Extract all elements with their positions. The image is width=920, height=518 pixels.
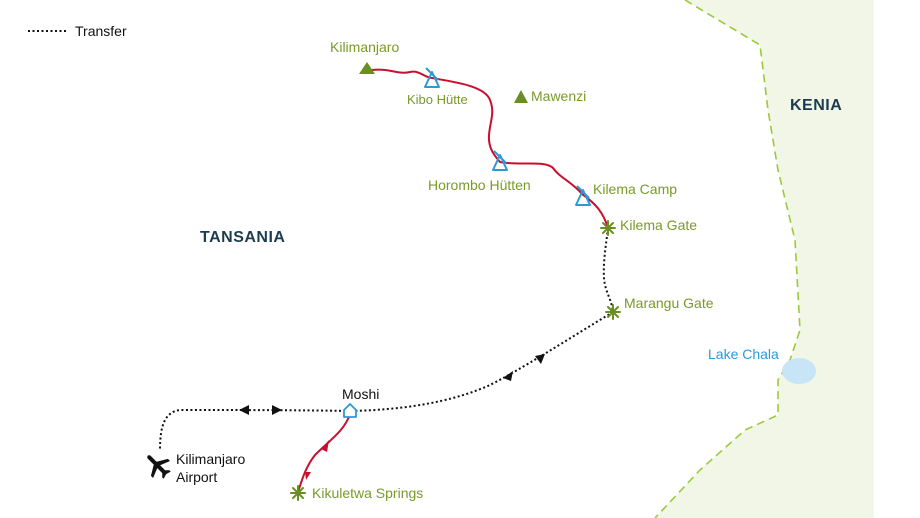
label-kilema-camp: Kilema Camp — [593, 181, 677, 197]
transfer-marangu-moshi — [349, 311, 614, 412]
kikuletwa-route — [297, 413, 351, 493]
transfer-arrow — [535, 354, 545, 364]
legend-transfer-label: Transfer — [75, 23, 127, 39]
label-country-tanzania: TANSANIA — [200, 229, 285, 246]
route-arrow — [321, 440, 329, 452]
border-line — [654, 0, 801, 518]
hiking-route — [371, 68, 609, 229]
hut-icon — [492, 150, 508, 171]
hut-icon — [575, 185, 591, 206]
label-kibo-huette: Kibo Hütte — [407, 92, 468, 107]
transfer-arrow — [239, 405, 249, 415]
star-gate-icon — [290, 485, 306, 501]
label-moshi: Moshi — [342, 386, 379, 402]
star-gate-icon — [605, 304, 621, 320]
label-lake-chala: Lake Chala — [708, 346, 779, 362]
star-gate-icon — [600, 220, 616, 236]
house-icon — [343, 403, 357, 418]
label-horombo-huetten: Horombo Hütten — [428, 177, 531, 193]
label-kikuletwa: Kikuletwa Springs — [312, 485, 423, 501]
route-arrow — [305, 472, 311, 480]
label-mawenzi: Mawenzi — [531, 88, 586, 104]
transfer-arrow — [272, 405, 282, 415]
label-kilimanjaro: Kilimanjaro — [330, 39, 399, 55]
airplane-icon — [147, 455, 171, 479]
label-airport-line2: Airport — [176, 469, 217, 485]
transfer-arrow — [503, 371, 513, 381]
triangle-peak-icon — [359, 62, 375, 74]
label-marangu-gate: Marangu Gate — [624, 295, 714, 311]
label-kilema-gate: Kilema Gate — [620, 217, 697, 233]
transfer-moshi-airport — [159, 408, 351, 451]
kenya-area — [655, 0, 874, 518]
transfer-gate-link — [602, 227, 614, 313]
label-airport-line1: Kilimanjaro — [176, 451, 245, 467]
triangle-peak-icon — [514, 90, 528, 103]
label-country-kenya: KENIA — [790, 97, 842, 114]
lake-chala-shape — [782, 358, 816, 384]
hut-icon — [424, 67, 440, 88]
